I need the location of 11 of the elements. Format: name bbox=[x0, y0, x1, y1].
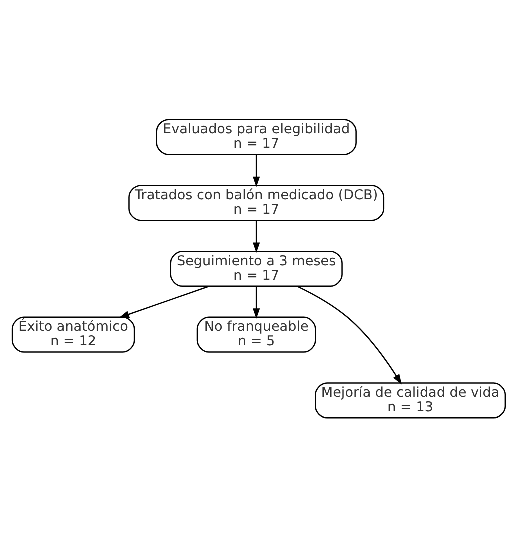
arrow bbox=[252, 286, 260, 318]
arrow bbox=[119, 286, 210, 318]
node-box: Tratados con balón medicado (DCB) n = 17 bbox=[128, 184, 385, 221]
node-box: Evaluados para elegibilidad n = 17 bbox=[156, 118, 357, 155]
node-box: Éxito anatómico n = 12 bbox=[12, 316, 136, 352]
arrow bbox=[252, 154, 260, 187]
node-box: Mejoría de calidad de vida n = 13 bbox=[315, 382, 506, 418]
node-box: Seguimiento a 3 meses n = 17 bbox=[170, 250, 343, 287]
arrow bbox=[252, 220, 260, 253]
node-box: No franqueable n = 5 bbox=[196, 316, 316, 352]
arrow bbox=[297, 286, 402, 384]
